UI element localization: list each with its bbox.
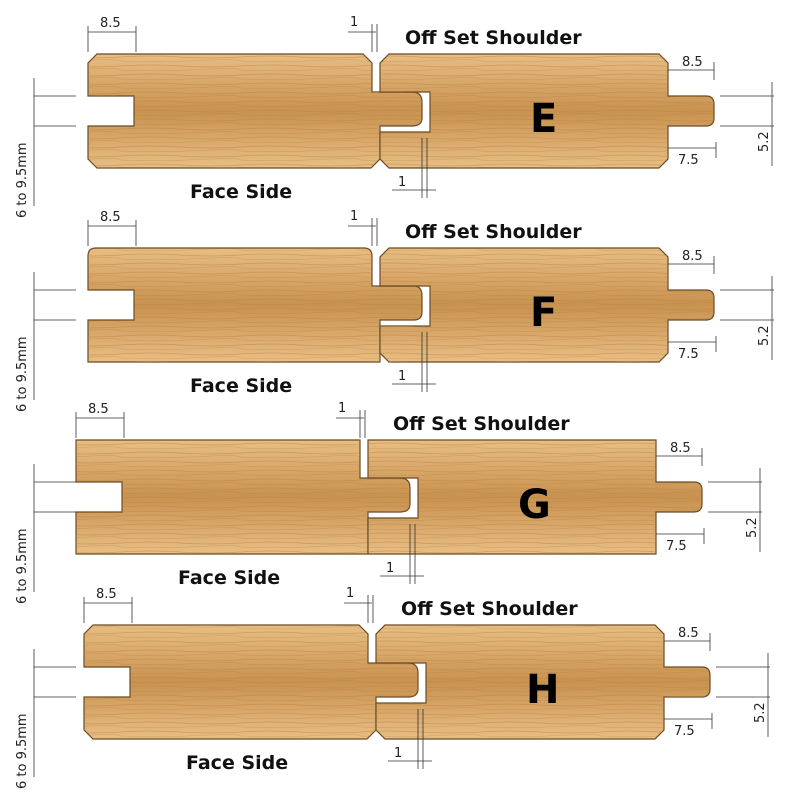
dimension-tongue-width: 5.2 xyxy=(757,131,772,152)
profile-letter: E xyxy=(530,96,557,142)
dimension-tongue-length: 7.5 xyxy=(678,347,699,362)
dimension-edge-right: 8.5 xyxy=(670,441,691,456)
dimension-shoulder-top: 1 xyxy=(350,15,358,30)
dimension-tongue-width: 5.2 xyxy=(745,517,760,538)
profile-g: G Off Set Shoulder 8.5 1 1 8.5 7.5 5.2 6 to 9.5m… xyxy=(15,401,762,604)
left-board-grain xyxy=(84,625,418,739)
offset-shoulder-label: Off Set Shoulder xyxy=(405,221,582,243)
right-board-grain xyxy=(376,625,710,739)
dimension-tongue-length: 7.5 xyxy=(678,153,699,168)
dimension-edge-left: 8.5 xyxy=(96,587,117,602)
profile-letter: G xyxy=(518,482,551,528)
right-board-grain xyxy=(368,440,702,554)
dimension-edge-left: 8.5 xyxy=(88,402,109,417)
dimension-thickness: 6 to 9.5mm xyxy=(15,713,30,789)
dimension-shoulder-bottom: 1 xyxy=(398,175,406,190)
dimension-edge-left: 8.5 xyxy=(100,210,121,225)
profile-e: E Off Set Shoulder 8.5 1 1 8.5 7.5 5.2 6 to 9.5m… xyxy=(15,15,774,218)
left-board-grain xyxy=(88,248,422,362)
offset-shoulder-label: Off Set Shoulder xyxy=(393,413,570,435)
profile-f: F Off Set Shoulder 8.5 1 1 8.5 7.5 5.2 6 to 9.5m… xyxy=(15,209,774,412)
dimension-tongue-length: 7.5 xyxy=(674,724,695,739)
dimension-edge-left: 8.5 xyxy=(100,16,121,31)
dimension-shoulder-bottom: 1 xyxy=(386,561,394,576)
face-side-label: Face Side xyxy=(190,375,292,397)
right-board-grain xyxy=(380,248,714,362)
face-side-label: Face Side xyxy=(186,752,288,774)
dimension-edge-right: 8.5 xyxy=(682,249,703,264)
dimension-tongue-length: 7.5 xyxy=(666,539,687,554)
dimension-edge-right: 8.5 xyxy=(682,55,703,70)
dimension-shoulder-top: 1 xyxy=(346,586,354,601)
offset-shoulder-label: Off Set Shoulder xyxy=(401,598,578,620)
left-board-grain xyxy=(76,440,410,554)
dimension-thickness: 6 to 9.5mm xyxy=(15,142,30,218)
dimension-shoulder-bottom: 1 xyxy=(394,746,402,761)
dimension-thickness: 6 to 9.5mm xyxy=(15,528,30,604)
face-side-label: Face Side xyxy=(178,567,280,589)
profile-letter: H xyxy=(526,667,559,713)
dimension-edge-right: 8.5 xyxy=(678,626,699,641)
offset-shoulder-label: Off Set Shoulder xyxy=(405,27,582,49)
dimension-shoulder-bottom: 1 xyxy=(398,369,406,384)
profile-letter: F xyxy=(530,290,557,336)
dimension-tongue-width: 5.2 xyxy=(753,702,768,723)
right-board-grain xyxy=(380,54,714,168)
face-side-label: Face Side xyxy=(190,181,292,203)
dimension-tongue-width: 5.2 xyxy=(757,325,772,346)
dimension-shoulder-top: 1 xyxy=(338,401,346,416)
dimension-thickness: 6 to 9.5mm xyxy=(15,336,30,412)
dimension-shoulder-top: 1 xyxy=(350,209,358,224)
profile-h: H Off Set Shoulder 8.5 1 1 8.5 7.5 5.2 6 to 9.5m… xyxy=(15,586,770,789)
left-board-grain xyxy=(88,54,422,168)
